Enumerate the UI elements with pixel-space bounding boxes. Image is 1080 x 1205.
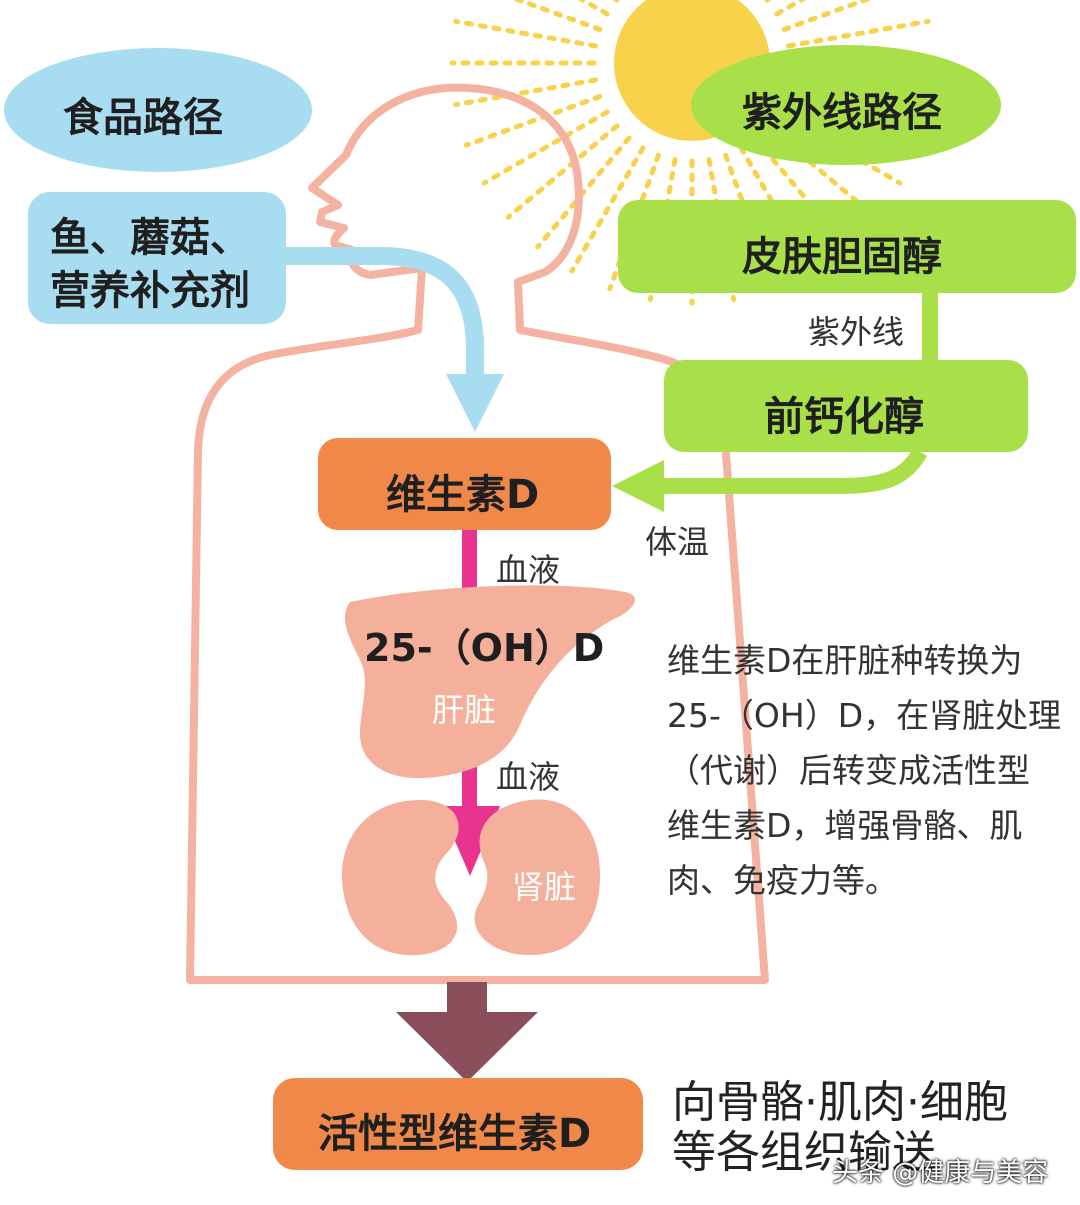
- hydroxy-d-label: 25-（OH）D: [364, 626, 605, 670]
- output-arrow-shaft: [447, 982, 487, 1014]
- blood-arrow-shaft-1: [462, 530, 477, 592]
- uv-label: 紫外线: [808, 313, 905, 351]
- explanation-line: 肉、免疫力等。: [667, 861, 898, 900]
- destination-line1: 向骨骼·肌肉·细胞: [672, 1077, 1008, 1128]
- uv-arrow-head: [612, 460, 664, 512]
- sun-ray: [453, 18, 598, 49]
- uv-path-ellipse: [691, 45, 1001, 165]
- explanation-line: 25-（OH）D，在肾脏处理: [667, 696, 1062, 735]
- uv-arrow-shaft: [660, 447, 928, 494]
- blood-label-1: 血液: [496, 551, 561, 589]
- uv-connector: [922, 290, 938, 365]
- vitamin-d-label: 维生素D: [386, 472, 540, 518]
- human-body-outline: [186, 83, 769, 984]
- skin-cholesterol-label: 皮肤胆固醇: [742, 234, 942, 280]
- sun-ray: [786, 18, 931, 49]
- skin-cholesterol-box: [618, 200, 1076, 293]
- watermark: 头条 @健康与美容: [832, 1158, 1049, 1188]
- explanation-line: 维生素D在肝脏种转换为: [667, 641, 1023, 680]
- kidney-label: 肾脏: [512, 868, 577, 906]
- destination-text: 向骨骼·肌肉·细胞 等各组织输送: [672, 1078, 1008, 1178]
- previtamin-box: [664, 360, 1028, 452]
- sun-ray: [453, 77, 598, 108]
- explanation-text: 维生素D在肝脏种转换为 25-（OH）D，在肾脏处理 （代谢）后转变成活性型 维…: [667, 633, 1061, 908]
- vitamin-d-box: [318, 438, 611, 530]
- sun-ray: [505, 123, 620, 220]
- uv-path-label: 紫外线路径: [742, 90, 942, 136]
- liver-icon: [344, 585, 635, 779]
- body-temp-label: 体温: [645, 523, 710, 561]
- previtamin-label: 前钙化醇: [764, 394, 924, 440]
- food-path-label: 食品路径: [63, 95, 223, 141]
- food-sources-line2: 营养补充剂: [50, 268, 250, 314]
- food-arrow-head: [446, 374, 504, 432]
- food-arrow-shaft: [286, 247, 484, 380]
- active-vitamin-d-label: 活性型维生素D: [318, 1111, 592, 1157]
- sun-ray: [535, 135, 632, 250]
- sun-ray: [511, 0, 603, 32]
- food-path-ellipse: [4, 48, 312, 172]
- active-vitamin-d-box: [273, 1078, 643, 1170]
- explanation-line: 维生素D，增强骨骼、肌: [667, 806, 1023, 845]
- kidney-icon: [474, 799, 600, 955]
- sun-ray: [481, 109, 610, 186]
- sun-ray: [463, 94, 603, 148]
- sun-ray: [569, 145, 646, 274]
- food-sources-line1: 鱼、蘑菇、: [50, 215, 250, 261]
- output-arrow-head: [396, 1012, 538, 1082]
- destination-line2: 等各组织输送: [672, 1127, 936, 1178]
- sun-ray: [781, 0, 873, 32]
- blood-label-2: 血液: [496, 758, 561, 796]
- food-sources-box: [28, 192, 286, 324]
- kidney-icon: [341, 800, 459, 956]
- explanation-line: （代谢）后转变成活性型: [667, 751, 1030, 790]
- liver-label: 肝脏: [432, 691, 497, 729]
